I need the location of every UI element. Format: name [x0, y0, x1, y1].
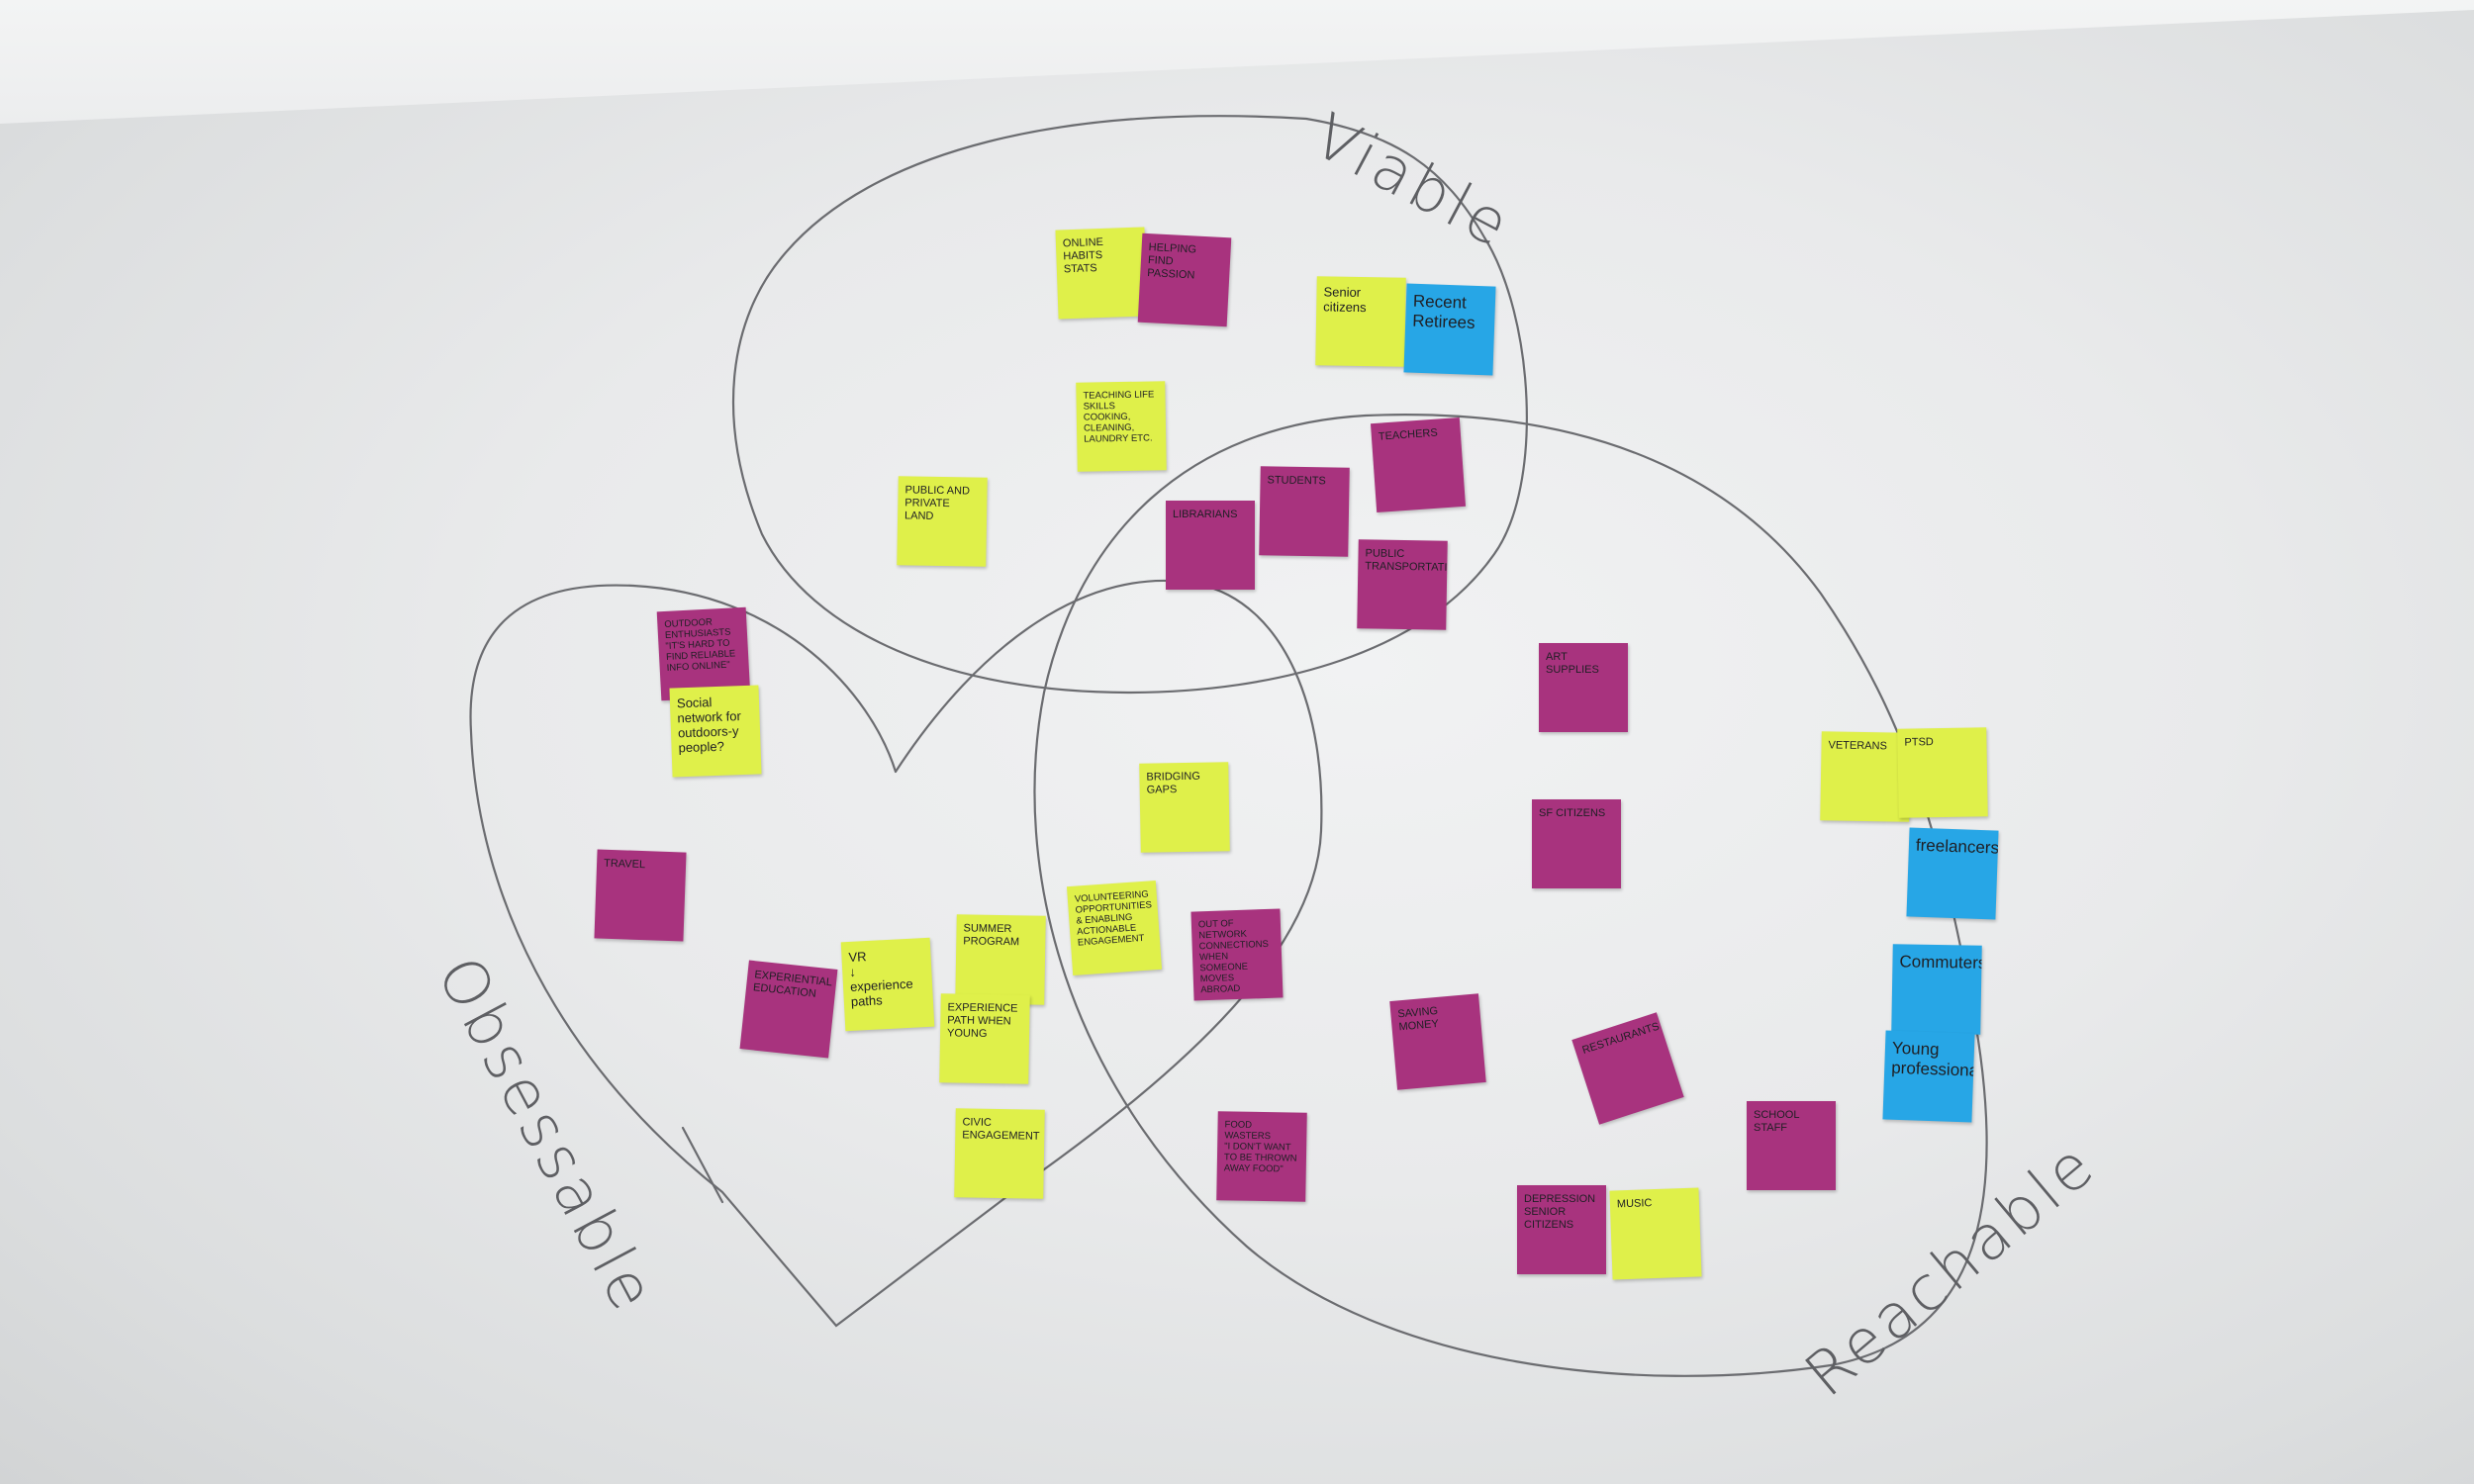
- sticky-note-commuters: Commuters: [1891, 944, 1982, 1035]
- sticky-note-vr-experience: VR ↓ experience paths: [840, 937, 935, 1032]
- sticky-note-volunteering: VOLUNTEERING OPPORTUNITIES & ENABLING AC…: [1066, 880, 1163, 976]
- sticky-note-students: STUDENTS: [1259, 466, 1350, 557]
- sticky-note-ptsd: PTSD: [1897, 727, 1988, 818]
- sticky-note-bridging-gaps: BRIDGING GAPS: [1139, 762, 1230, 853]
- sticky-note-social-network-outdoors: Social network for outdoors-y people?: [669, 685, 762, 778]
- sticky-note-civic-engagement: CIVIC ENGAGEMENT: [954, 1108, 1045, 1199]
- sticky-note-saving-money: SAVING MONEY: [1389, 993, 1486, 1090]
- sticky-note-summer-program: SUMMER PROGRAM: [955, 914, 1046, 1005]
- viable-circle: [731, 115, 1528, 695]
- sticky-note-life-skills: TEACHING LIFE SKILLS COOKING, CLEANING, …: [1076, 381, 1167, 472]
- sticky-note-depression: DEPRESSION SENIOR CITIZENS: [1517, 1185, 1606, 1274]
- sticky-note-experiential-education: EXPERIENTIAL EDUCATION: [739, 960, 838, 1059]
- sticky-note-public-private-land: PUBLIC AND PRIVATE LAND: [897, 476, 988, 567]
- sticky-note-art-supplies: ART SUPPLIES: [1539, 643, 1628, 732]
- sticky-note-experience-path: EXPERIENCE PATH WHEN YOUNG: [939, 993, 1030, 1084]
- sticky-note-helping-find-passion: HELPING FIND PASSION: [1137, 232, 1232, 327]
- sticky-note-teachers: TEACHERS: [1370, 417, 1467, 513]
- sticky-note-recent-retirees: Recent Retirees: [1403, 283, 1496, 376]
- obsessable-underline: [681, 1126, 724, 1204]
- sticky-note-young-professionals: Young professionals: [1882, 1030, 1975, 1123]
- sticky-note-music: MUSIC: [1609, 1187, 1702, 1280]
- sticky-note-online-habits: ONLINE HABITS STATS: [1055, 227, 1148, 320]
- sticky-note-senior-citizens: Senior citizens: [1315, 276, 1406, 367]
- reachable-circle: [1033, 414, 1988, 1377]
- sticky-note-freelancers: freelancers: [1906, 827, 1999, 920]
- sticky-note-out-of-network: OUT OF NETWORK CONNECTIONS WHEN SOMEONE …: [1190, 908, 1284, 1001]
- sticky-note-librarians: LIBRARIANS: [1166, 501, 1255, 590]
- sticky-note-public-transportation: PUBLIC TRANSPORTATION: [1357, 539, 1448, 630]
- sticky-note-sf-citizens: SF CITIZENS: [1532, 799, 1621, 888]
- sticky-note-travel: TRAVEL: [594, 849, 687, 942]
- sticky-note-food-wasters: FOOD WASTERS "I DON'T WANT TO BE THROWN …: [1216, 1111, 1307, 1202]
- sticky-note-school-staff: SCHOOL STAFF: [1747, 1101, 1836, 1190]
